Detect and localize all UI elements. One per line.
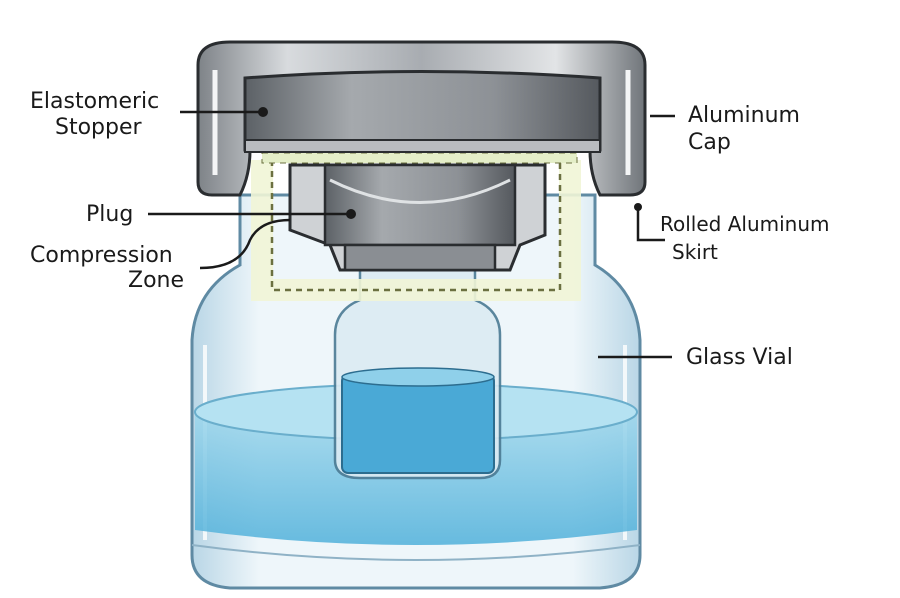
label-compression-2: Zone (128, 268, 184, 293)
label-skirt-2: Skirt (672, 240, 718, 264)
label-skirt-1: Rolled Aluminum (660, 212, 830, 236)
label-vial: Glass Vial (686, 345, 793, 370)
stopper-dot (258, 107, 268, 117)
label-compression-1: Compression (30, 243, 173, 268)
plug (288, 163, 547, 272)
label-cap-2: Cap (688, 130, 731, 155)
label-stopper-2: Stopper (55, 115, 143, 140)
skirt-dot (634, 203, 642, 211)
label-plug: Plug (86, 202, 133, 227)
label-stopper-1: Elastomeric (30, 89, 159, 114)
elastomeric-stopper (243, 70, 602, 153)
compression-leader (199, 218, 291, 270)
skirt-leader (636, 208, 665, 242)
plug-dot (346, 209, 356, 219)
inner-vial (333, 263, 502, 480)
label-cap-1: Aluminum (688, 103, 800, 128)
